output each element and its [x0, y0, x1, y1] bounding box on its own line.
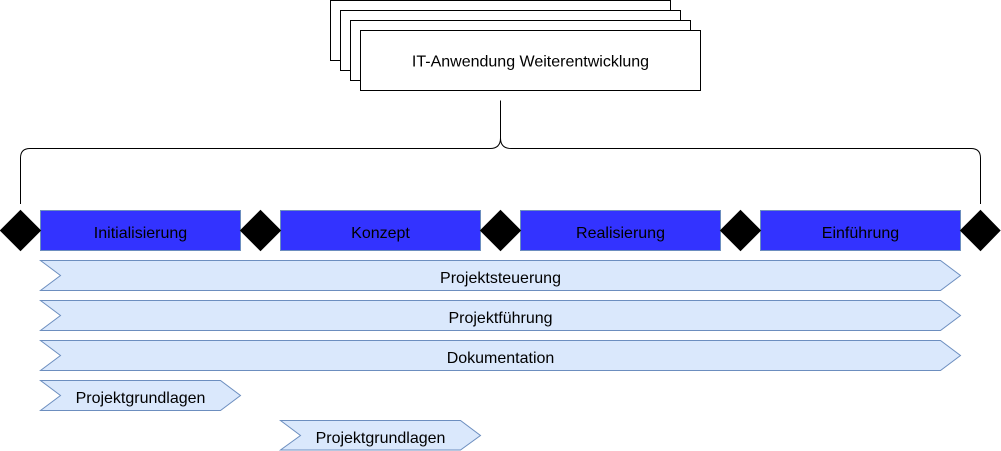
curly-brace [20, 100, 981, 204]
phase-label-initialisierung: Initialisierung [94, 225, 187, 242]
phase-label-realisierung: Realisierung [576, 225, 665, 242]
activity-chevron-projektsteuerung[interactable] [39, 260, 962, 291]
activity-chevron-projektfuehrung[interactable] [39, 300, 962, 331]
phase-box-konzept[interactable] [280, 210, 481, 251]
activity-label-projektgrundlagen-1: Projektgrundlagen [76, 390, 206, 407]
activity-label-projektsteuerung: Projektsteuerung [440, 270, 561, 287]
milestone-diamond-5[interactable] [959, 209, 1001, 252]
milestone-diamond-4[interactable] [719, 209, 762, 252]
activity-chevron-dokumentation[interactable] [39, 340, 962, 371]
activity-label-projektgrundlagen-2: Projektgrundlagen [316, 430, 446, 447]
activity-rows: Projektsteuerung Projektführung Dokument… [39, 260, 962, 451]
document-stack-title: IT-Anwendung Weiterentwicklung [412, 54, 649, 71]
phase-label-konzept: Konzept [351, 225, 410, 242]
activity-label-projektfuehrung: Projektführung [448, 310, 552, 327]
activity-chevron-projektgrundlagen-1[interactable] [39, 380, 242, 411]
document-sheet-front [360, 30, 701, 91]
phase-label-einfuehrung: Einführung [822, 225, 899, 242]
milestone-diamond-2[interactable] [239, 209, 282, 252]
milestone-diamond-1[interactable] [0, 209, 42, 252]
activity-chevron-projektgrundlagen-2[interactable] [278, 420, 482, 451]
activity-label-dokumentation: Dokumentation [447, 350, 555, 367]
phase-box-initialisierung[interactable] [40, 210, 241, 251]
milestone-diamond-3[interactable] [479, 209, 522, 252]
milestone-row [0, 209, 1001, 252]
document-stack[interactable]: IT-Anwendung Weiterentwicklung [330, 0, 701, 91]
phase-box-realisierung[interactable] [520, 210, 721, 251]
